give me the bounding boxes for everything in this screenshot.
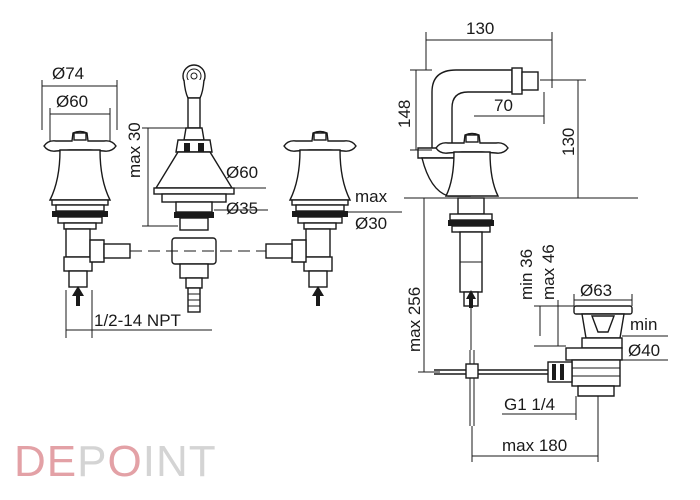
svg-text:DEPOINT: DEPOINT (14, 437, 217, 486)
dim-handle-width-top: Ø74 (52, 64, 84, 83)
dim-hole-diameter: Ø30 (355, 214, 387, 233)
dim-below-deck-max: max 256 (405, 287, 424, 352)
dim-max-word: max (355, 187, 388, 206)
dim-min-word: min (630, 315, 657, 334)
dim-drain-max: max 46 (539, 244, 558, 300)
dim-shank-diameter: Ø35 (226, 199, 258, 218)
dim-spout-base-diameter: Ø60 (226, 163, 258, 182)
dim-drain-thread: G1 1/4 (504, 395, 555, 414)
left-handle-valve (41, 80, 131, 338)
dim-spout-max-height: max 30 (125, 122, 144, 178)
dim-bidet-height: 148 (395, 100, 414, 128)
drain-dimensions: min 36 max 46 Ø63 min Ø40 G1 1/4 max 180 (471, 244, 668, 462)
logo-part-2: P (77, 437, 107, 486)
logo-part-1: DE (14, 437, 77, 486)
bidet-spout-assembly (404, 67, 638, 350)
pop-up-waste-assembly (434, 305, 633, 426)
left-dimensions: Ø74 Ø60 1/2-14 NPT max 30 Ø60 Ø35 max Ø3… (42, 64, 402, 331)
dim-drain-body: Ø40 (628, 341, 660, 360)
dim-bidet-side-height: 130 (559, 128, 578, 156)
dim-bidet-total-length: 130 (466, 19, 494, 38)
bidet-dimensions: 130 148 70 130 max 256 (395, 19, 586, 373)
dim-thread-spec: 1/2-14 NPT (94, 311, 181, 330)
dim-drain-flange: Ø63 (580, 281, 612, 300)
logo-part-3: O (107, 437, 142, 486)
right-handle-valve (265, 130, 357, 306)
logo-part-4: INT (143, 437, 217, 486)
dim-drain-reach: max 180 (502, 436, 567, 455)
depoint-logo: DEPOINT (14, 437, 217, 486)
dim-bidet-reach: 70 (494, 96, 513, 115)
dim-drain-min: min 36 (517, 249, 536, 300)
dim-handle-width-body: Ø60 (56, 92, 88, 111)
